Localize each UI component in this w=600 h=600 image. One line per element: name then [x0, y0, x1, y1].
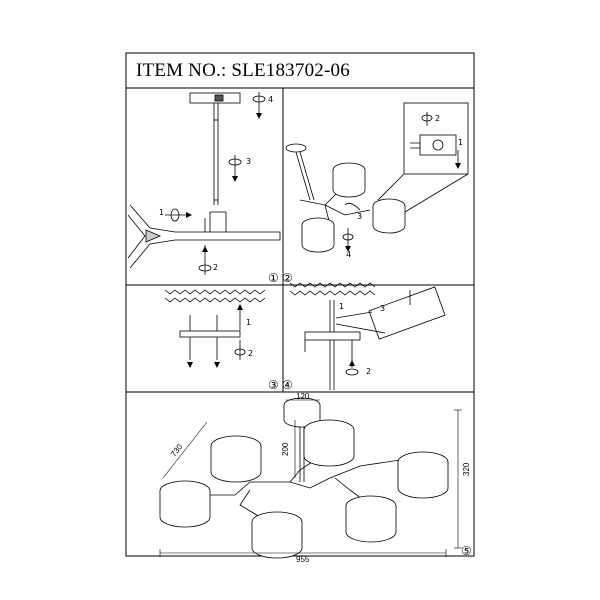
panel-1-step-1: 1	[159, 208, 165, 217]
step-marker-4: ④	[282, 378, 293, 392]
document-title: ITEM NO.: SLE183702-06	[136, 60, 350, 81]
panel-5-dimension-lines	[159, 399, 462, 557]
panel-4-step-3: 3	[380, 304, 386, 313]
panel-2-drawing	[285, 102, 469, 253]
step-marker-3: ③	[268, 378, 279, 392]
dimension-height: 320	[462, 462, 471, 476]
panel-1-step-3: 3	[246, 157, 252, 166]
panel-1-step-2: 2	[213, 263, 219, 272]
panel-3-step-2: 2	[248, 349, 254, 358]
screw-row-3	[164, 289, 266, 303]
dimension-rod-length: 200	[281, 442, 290, 456]
step-marker-2: ②	[282, 271, 293, 285]
panel-4-step-1: 1	[339, 302, 345, 311]
panel-2-step-2: 2	[435, 114, 441, 123]
panel-3-drawing	[164, 289, 266, 360]
panel-5-drawing	[159, 397, 449, 559]
panel-2-step-3: 3	[357, 212, 363, 221]
panel-1-arrowheads	[186, 113, 262, 252]
panel-1-step-4: 4	[268, 95, 274, 104]
step-marker-5: ⑤	[461, 544, 472, 558]
dimension-shade-diameter: 120	[296, 392, 310, 401]
step-marker-1: ①	[268, 271, 279, 285]
panel-4-step-2: 2	[366, 367, 372, 376]
dimension-width: 955	[296, 555, 310, 564]
panel-4-drawing	[289, 282, 446, 390]
panel-2-step-1: 1	[458, 138, 464, 147]
panel-2-arrows	[342, 112, 459, 248]
panel-2-step-4: 4	[346, 250, 352, 259]
panel-3-step-1: 1	[246, 318, 252, 327]
panel-1-drawing	[127, 92, 281, 275]
panel-4-arrowheads	[349, 360, 355, 366]
panel-3-arrowheads	[187, 304, 243, 368]
panel-2-arrowheads	[345, 163, 461, 252]
outer-frame	[125, 52, 475, 557]
